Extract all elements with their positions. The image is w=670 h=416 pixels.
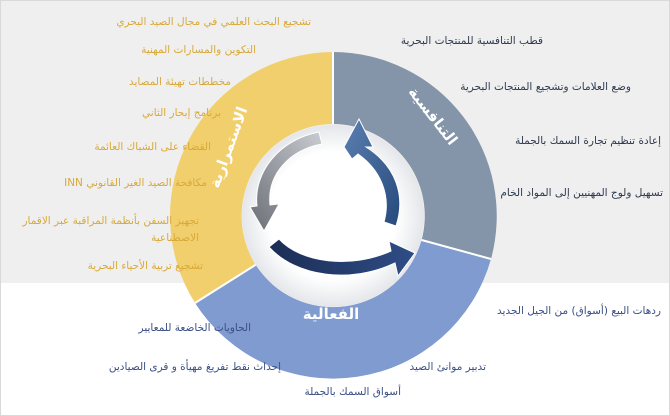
cycle-arrow-gray xyxy=(249,131,323,233)
stability-item: برنامج إبحار الثاني xyxy=(142,107,221,119)
stability-item: تشجيع تربية الأحياء البحرية xyxy=(87,260,203,272)
stability-item: تجهيز السفن بأنظمة المراقبة عبر الاقمار … xyxy=(22,215,199,244)
efficiency-item: أسواق السمك بالجملة xyxy=(304,386,401,398)
efficiency-item: الحاويات الخاضعة للمعايير xyxy=(138,322,251,334)
competitiveness-item: وضع العلامات وتشجيع المنتجات البحرية xyxy=(460,81,631,93)
efficiency-item: ردهات البيع (أسواق) من الجيل الجديد xyxy=(497,305,661,317)
stability-item: مكافحة الصيد الغير القانوني INN xyxy=(64,177,207,189)
cycle-arrow-blue xyxy=(343,117,401,227)
separator-line xyxy=(421,239,492,260)
stability-item: التكوين والمسارات المهنية xyxy=(141,44,256,56)
stability-segment xyxy=(170,52,333,303)
efficiency-item: إحداث نقط تفريغ مهيأة و قرى الصيادين xyxy=(108,361,281,373)
competitiveness-item: إعادة تنظيم تجارة السمك بالجملة xyxy=(515,135,661,147)
competitiveness-item: قطب التنافسية للمنتجات البحرية xyxy=(400,35,543,47)
efficiency-title: الفعالية xyxy=(303,305,360,323)
stability-item: القضاء على الشباك العائمة xyxy=(94,141,211,153)
cycle-arrow-navy xyxy=(268,238,416,278)
competitiveness-item: تسهيل ولوج المهنيين إلى المواد الخام xyxy=(500,187,663,199)
efficiency-item: تدبير موانئ الصيد xyxy=(409,361,486,373)
stability-item: مخططات تهيئة المصايد xyxy=(128,76,231,88)
stability-item: تشجيع البحث العلمي في مجال الصيد البحري xyxy=(116,16,311,28)
efficiency-segment xyxy=(195,240,491,379)
competitiveness-segment xyxy=(333,52,497,259)
separator-line xyxy=(194,263,257,304)
